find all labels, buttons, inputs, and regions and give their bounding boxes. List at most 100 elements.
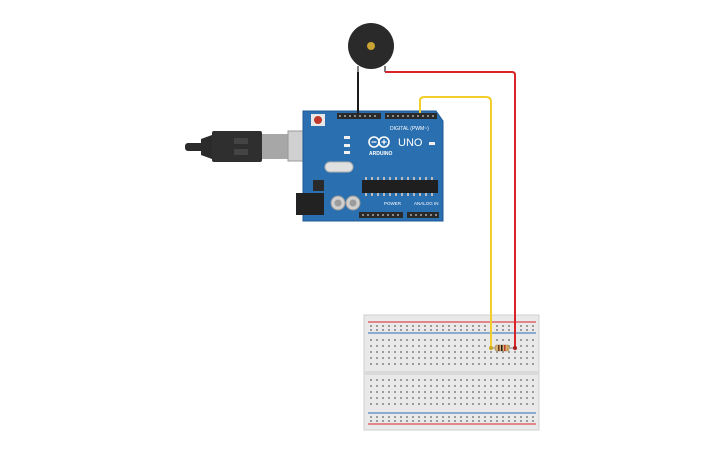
breadboard-hole[interactable] [460,351,462,353]
resistor[interactable] [490,344,516,352]
breadboard-hole[interactable] [448,391,450,393]
breadboard-hole[interactable] [454,329,456,331]
breadboard-hole[interactable] [460,403,462,405]
breadboard-hole[interactable] [520,379,522,381]
breadboard-hole[interactable] [520,391,522,393]
breadboard-hole[interactable] [382,420,384,422]
breadboard-hole[interactable] [412,403,414,405]
breadboard-hole[interactable] [412,416,414,418]
breadboard-hole[interactable] [502,416,504,418]
breadboard-hole[interactable] [454,416,456,418]
breadboard-hole[interactable] [502,385,504,387]
breadboard-hole[interactable] [424,416,426,418]
breadboard-hole[interactable] [418,357,420,359]
breadboard-hole[interactable] [418,391,420,393]
breadboard-hole[interactable] [382,329,384,331]
breadboard-hole[interactable] [472,325,474,327]
breadboard-hole[interactable] [460,385,462,387]
breadboard-hole[interactable] [508,420,510,422]
breadboard-hole[interactable] [508,329,510,331]
breadboard-hole[interactable] [490,397,492,399]
breadboard-hole[interactable] [460,325,462,327]
breadboard-hole[interactable] [514,357,516,359]
breadboard-hole[interactable] [520,416,522,418]
breadboard-hole[interactable] [436,363,438,365]
breadboard-hole[interactable] [466,329,468,331]
breadboard-hole[interactable] [478,397,480,399]
breadboard-hole[interactable] [412,397,414,399]
signal-wire[interactable] [419,96,492,348]
breadboard-hole[interactable] [418,351,420,353]
breadboard-hole[interactable] [526,339,528,341]
breadboard-hole[interactable] [472,357,474,359]
breadboard-hole[interactable] [496,357,498,359]
breadboard-hole[interactable] [376,325,378,327]
breadboard-hole[interactable] [514,391,516,393]
breadboard-hole[interactable] [472,391,474,393]
breadboard-hole[interactable] [400,416,402,418]
breadboard-hole[interactable] [376,357,378,359]
breadboard-hole[interactable] [466,345,468,347]
breadboard-hole[interactable] [526,385,528,387]
power-wire[interactable] [385,71,516,348]
breadboard-hole[interactable] [430,416,432,418]
breadboard-hole[interactable] [448,397,450,399]
breadboard-hole[interactable] [430,385,432,387]
breadboard-hole[interactable] [526,403,528,405]
breadboard-hole[interactable] [424,391,426,393]
breadboard-hole[interactable] [388,385,390,387]
breadboard-hole[interactable] [400,420,402,422]
breadboard-hole[interactable] [388,363,390,365]
breadboard-hole[interactable] [430,325,432,327]
breadboard-hole[interactable] [454,403,456,405]
breadboard-hole[interactable] [472,351,474,353]
breadboard-hole[interactable] [514,403,516,405]
breadboard-hole[interactable] [412,391,414,393]
breadboard-hole[interactable] [382,325,384,327]
breadboard-hole[interactable] [532,397,534,399]
breadboard-hole[interactable] [406,379,408,381]
breadboard-hole[interactable] [454,379,456,381]
breadboard-hole[interactable] [394,385,396,387]
breadboard-hole[interactable] [460,416,462,418]
breadboard-hole[interactable] [370,339,372,341]
breadboard-hole[interactable] [490,379,492,381]
breadboard-hole[interactable] [418,339,420,341]
breadboard-hole[interactable] [478,339,480,341]
breadboard-hole[interactable] [520,329,522,331]
breadboard-hole[interactable] [448,357,450,359]
breadboard-hole[interactable] [526,379,528,381]
breadboard-hole[interactable] [418,345,420,347]
breadboard-hole[interactable] [526,363,528,365]
breadboard-hole[interactable] [400,351,402,353]
breadboard-hole[interactable] [490,403,492,405]
breadboard-hole[interactable] [370,357,372,359]
breadboard-hole[interactable] [484,420,486,422]
breadboard-hole[interactable] [382,403,384,405]
breadboard-hole[interactable] [436,397,438,399]
breadboard-hole[interactable] [484,339,486,341]
breadboard-hole[interactable] [424,325,426,327]
breadboard-hole[interactable] [496,403,498,405]
breadboard-hole[interactable] [394,379,396,381]
breadboard-hole[interactable] [490,363,492,365]
breadboard-hole[interactable] [460,339,462,341]
breadboard-hole[interactable] [394,351,396,353]
breadboard-hole[interactable] [406,329,408,331]
breadboard-hole[interactable] [442,420,444,422]
breadboard-hole[interactable] [532,351,534,353]
breadboard-hole[interactable] [406,351,408,353]
breadboard-hole[interactable] [430,351,432,353]
reset-button[interactable] [314,116,322,124]
breadboard-hole[interactable] [418,397,420,399]
breadboard-hole[interactable] [376,397,378,399]
breadboard-hole[interactable] [460,379,462,381]
breadboard-hole[interactable] [520,357,522,359]
breadboard-hole[interactable] [502,357,504,359]
piezo-buzzer[interactable] [348,23,394,72]
breadboard-hole[interactable] [382,345,384,347]
breadboard-hole[interactable] [406,325,408,327]
breadboard-hole[interactable] [370,403,372,405]
breadboard-hole[interactable] [472,385,474,387]
breadboard-hole[interactable] [478,329,480,331]
